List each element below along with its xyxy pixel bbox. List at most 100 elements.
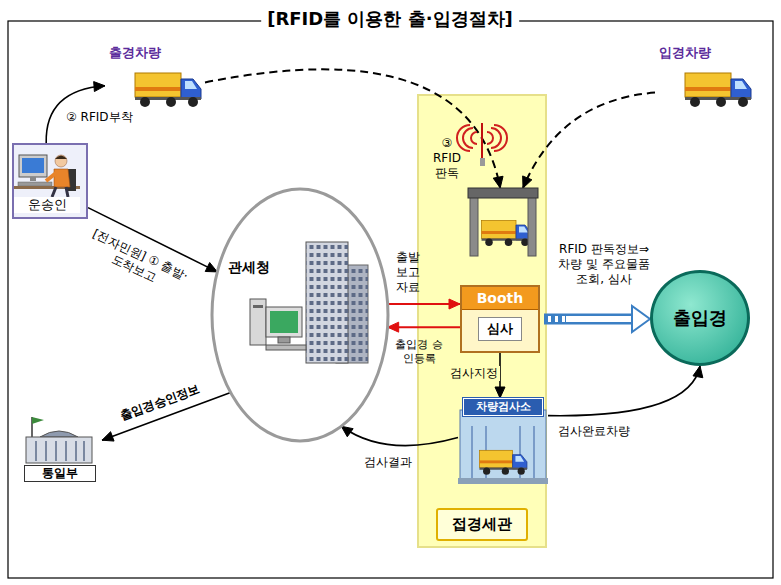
shape-path bbox=[54, 169, 70, 187]
shape-path bbox=[481, 123, 483, 160]
shape-rect bbox=[270, 311, 298, 333]
shape-rect bbox=[528, 190, 536, 256]
shape-path bbox=[519, 227, 528, 233]
booth-label: Booth bbox=[462, 287, 538, 310]
outer-frame bbox=[8, 21, 773, 578]
edge-label: 검사결과 bbox=[362, 455, 414, 470]
edge-label: ② RFID부착 bbox=[64, 110, 135, 125]
shape-g bbox=[482, 221, 532, 247]
shape-rect bbox=[482, 231, 517, 234]
shape-circle bbox=[140, 97, 150, 107]
shape-rect bbox=[460, 410, 546, 480]
hollow-connector bbox=[544, 306, 650, 332]
arrowhead bbox=[388, 322, 399, 332]
hall-node: 통일부 bbox=[20, 415, 102, 487]
truck-illustration bbox=[683, 67, 753, 109]
shape-rect bbox=[26, 437, 92, 463]
shape-path bbox=[40, 431, 78, 437]
shape-rect bbox=[278, 337, 290, 343]
shape-circle bbox=[188, 97, 198, 107]
shape-rect bbox=[135, 73, 181, 97]
line-connector bbox=[548, 366, 703, 416]
arrowhead bbox=[102, 432, 114, 441]
shape-rect bbox=[30, 177, 36, 181]
shape-rect bbox=[19, 155, 47, 177]
shape-path bbox=[181, 79, 201, 99]
hall-label: 통일부 bbox=[24, 465, 96, 482]
shape-circle bbox=[716, 97, 726, 107]
customs-office-illustration bbox=[210, 187, 390, 443]
shape-path bbox=[52, 187, 68, 197]
shape-circle bbox=[505, 239, 513, 247]
booth-label: 심사 bbox=[478, 317, 522, 341]
inspect-label: 차량검사소 bbox=[463, 398, 543, 416]
shape-path bbox=[457, 125, 507, 151]
truck-illustration bbox=[133, 67, 203, 109]
edge-label: 출발 보고 자료 bbox=[392, 250, 424, 295]
red-connector bbox=[388, 322, 460, 332]
shape-path bbox=[515, 456, 524, 462]
line-line bbox=[548, 366, 700, 416]
shape-rect bbox=[266, 307, 302, 337]
ministry-building-illustration bbox=[20, 415, 98, 465]
hollow-arrow-dash bbox=[544, 316, 566, 322]
circle-label: 출입경 bbox=[653, 307, 747, 330]
line-connector bbox=[341, 426, 458, 445]
shape-circle bbox=[518, 468, 525, 475]
arrowhead bbox=[341, 426, 353, 437]
shape-circle bbox=[738, 97, 748, 107]
edge-label: 출입경 승인등록 bbox=[393, 338, 445, 366]
ellipse-label: 관세청 bbox=[228, 259, 270, 277]
shape-rect bbox=[250, 299, 266, 345]
shape-path bbox=[731, 79, 751, 99]
shape-circle bbox=[690, 97, 700, 107]
shape-rect bbox=[468, 188, 538, 198]
shape-path bbox=[472, 426, 534, 480]
shape-rect bbox=[685, 73, 731, 97]
dash-line bbox=[523, 93, 655, 188]
shape-rect bbox=[306, 242, 348, 363]
dash-connector bbox=[523, 93, 655, 188]
shape-path bbox=[46, 173, 56, 181]
arrowhead bbox=[632, 306, 650, 332]
dash-connector bbox=[205, 69, 503, 188]
diagram-title: [RFID를 이용한 출·입경절차] bbox=[261, 8, 519, 31]
arrowhead bbox=[493, 176, 503, 188]
ellipse-node: 관세청 bbox=[210, 187, 390, 443]
arrowhead bbox=[693, 366, 703, 378]
band-label: 접경세관 bbox=[436, 508, 528, 541]
gate-label: ③ RFID 판독 bbox=[430, 136, 464, 181]
arrowhead bbox=[523, 176, 532, 188]
inspect-node: 차량검사소 bbox=[458, 398, 548, 486]
shape-rect bbox=[253, 305, 263, 308]
shape-path bbox=[513, 455, 527, 469]
shape-path bbox=[32, 417, 44, 424]
shape-rect bbox=[458, 478, 548, 484]
shape-rect bbox=[479, 460, 512, 463]
arrowhead bbox=[94, 82, 105, 92]
hollow-arrow-core bbox=[544, 316, 636, 322]
edge-label: [전자민원] ① 출발·도착보고 bbox=[78, 224, 196, 300]
person-label: 운송인 bbox=[14, 197, 80, 213]
shape-circle bbox=[483, 468, 490, 475]
edge-label: 출입경승인정보 bbox=[116, 380, 204, 424]
rfid-gate-illustration bbox=[466, 118, 542, 258]
shape-circle bbox=[166, 97, 176, 107]
arrowhead bbox=[449, 299, 460, 309]
edge-label: 검사지정 bbox=[440, 366, 500, 381]
shape-rect bbox=[479, 450, 512, 467]
operator-illustration bbox=[14, 147, 80, 199]
band-node: 접경세관 ③ RFID 판독 Booth 심사차량검사소 bbox=[418, 95, 546, 547]
shape-circle bbox=[485, 239, 493, 247]
shape-rect bbox=[22, 158, 44, 173]
shape-rect bbox=[306, 242, 348, 363]
shape-rect bbox=[470, 190, 478, 256]
truck-label: 입경차량 bbox=[659, 45, 711, 61]
shape-circle bbox=[55, 155, 67, 167]
shape-rect bbox=[18, 182, 52, 186]
person-node: 운송인 bbox=[12, 143, 88, 219]
shape-circle bbox=[502, 468, 509, 475]
edge-label: RFID 판독정보⇒ 차량 및 주요물품 조회, 심사 bbox=[550, 242, 658, 287]
truck-node: 출경차량 bbox=[105, 45, 205, 113]
